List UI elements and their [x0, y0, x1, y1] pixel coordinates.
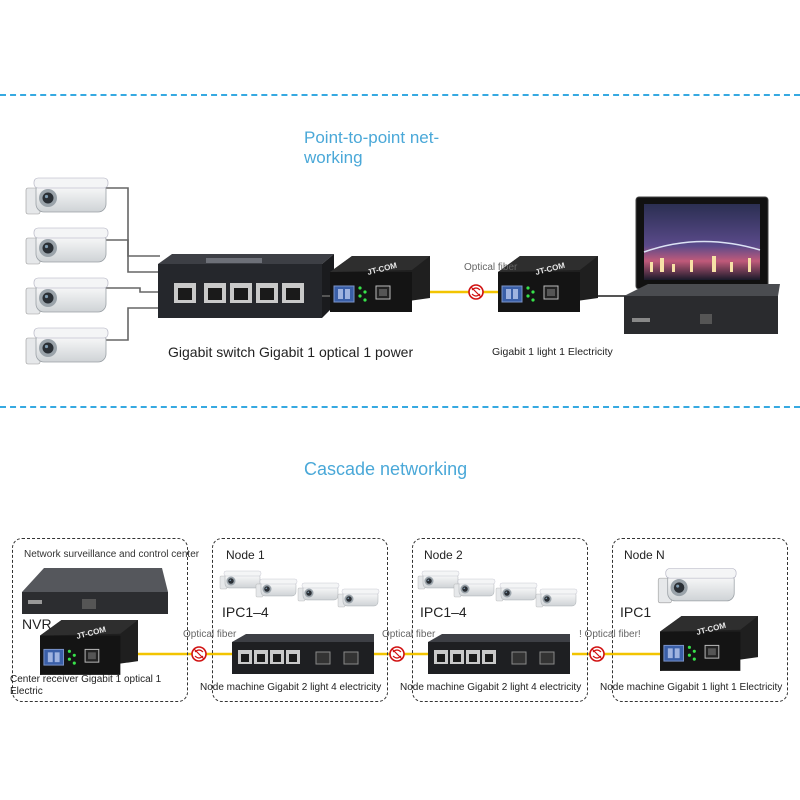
fiber-label: Optical fiber — [382, 629, 436, 640]
camera-cables — [100, 187, 160, 341]
fiber-icon — [468, 284, 484, 300]
node2-caption: Node machine Gigabit 2 light 4 electrici… — [400, 682, 582, 693]
nodeN-name: Node N — [624, 548, 665, 562]
point-to-point-title: Point-to-point net- working — [304, 128, 439, 168]
point-to-point-title-line2: working — [304, 148, 363, 167]
nodeN-caption: Node machine Gigabit 1 light 1 Electrici… — [600, 682, 783, 693]
node2-ipc: IPC1–4 — [420, 604, 467, 620]
nodeN-box — [612, 538, 788, 702]
receiver-caption: Gigabit 1 light 1 Electricity — [492, 346, 613, 358]
node1-caption: Node machine Gigabit 2 light 4 electrici… — [200, 682, 382, 693]
fiber-icon — [191, 646, 207, 662]
center-box — [12, 538, 188, 702]
cascade-title: Cascade networking — [304, 459, 468, 479]
divider-top — [0, 94, 800, 96]
monitor — [635, 196, 769, 297]
node1-box — [212, 538, 388, 702]
node2-name: Node 2 — [424, 548, 463, 562]
switch-caption: Gigabit switch Gigabit 1 optical 1 power — [168, 344, 414, 360]
center-caption-line2: Electric — [10, 686, 43, 697]
node1-name: Node 1 — [226, 548, 265, 562]
ip-camera — [25, 177, 109, 215]
center-caption-line1: Center receiver Gigabit 1 optical 1 — [10, 674, 162, 685]
center-nvr — [22, 568, 168, 614]
fiber-label: Optical fiber — [183, 629, 237, 640]
gigabit-switch — [158, 254, 334, 318]
fiber-label: Optical fiber — [464, 262, 518, 273]
fiber-icon — [389, 646, 405, 662]
ip-camera — [25, 227, 109, 265]
node1-switch — [232, 634, 374, 674]
node2-switch — [428, 634, 570, 674]
nodeN-ipc: IPC1 — [620, 604, 652, 620]
center-heading: Network surveillance and control center — [24, 549, 200, 560]
ip-camera — [25, 327, 109, 365]
point-to-point-title-line1: Point-to-point net- — [304, 128, 440, 147]
nvr-recorder — [624, 284, 780, 334]
node2-box — [412, 538, 588, 702]
fiber-icon — [589, 646, 605, 662]
node1-ipc: IPC1–4 — [222, 604, 269, 620]
divider-middle — [0, 406, 800, 408]
fiber-label: ! Optical fiber! — [579, 629, 641, 640]
nvr-label: NVR — [22, 616, 52, 632]
ip-camera — [25, 277, 109, 315]
